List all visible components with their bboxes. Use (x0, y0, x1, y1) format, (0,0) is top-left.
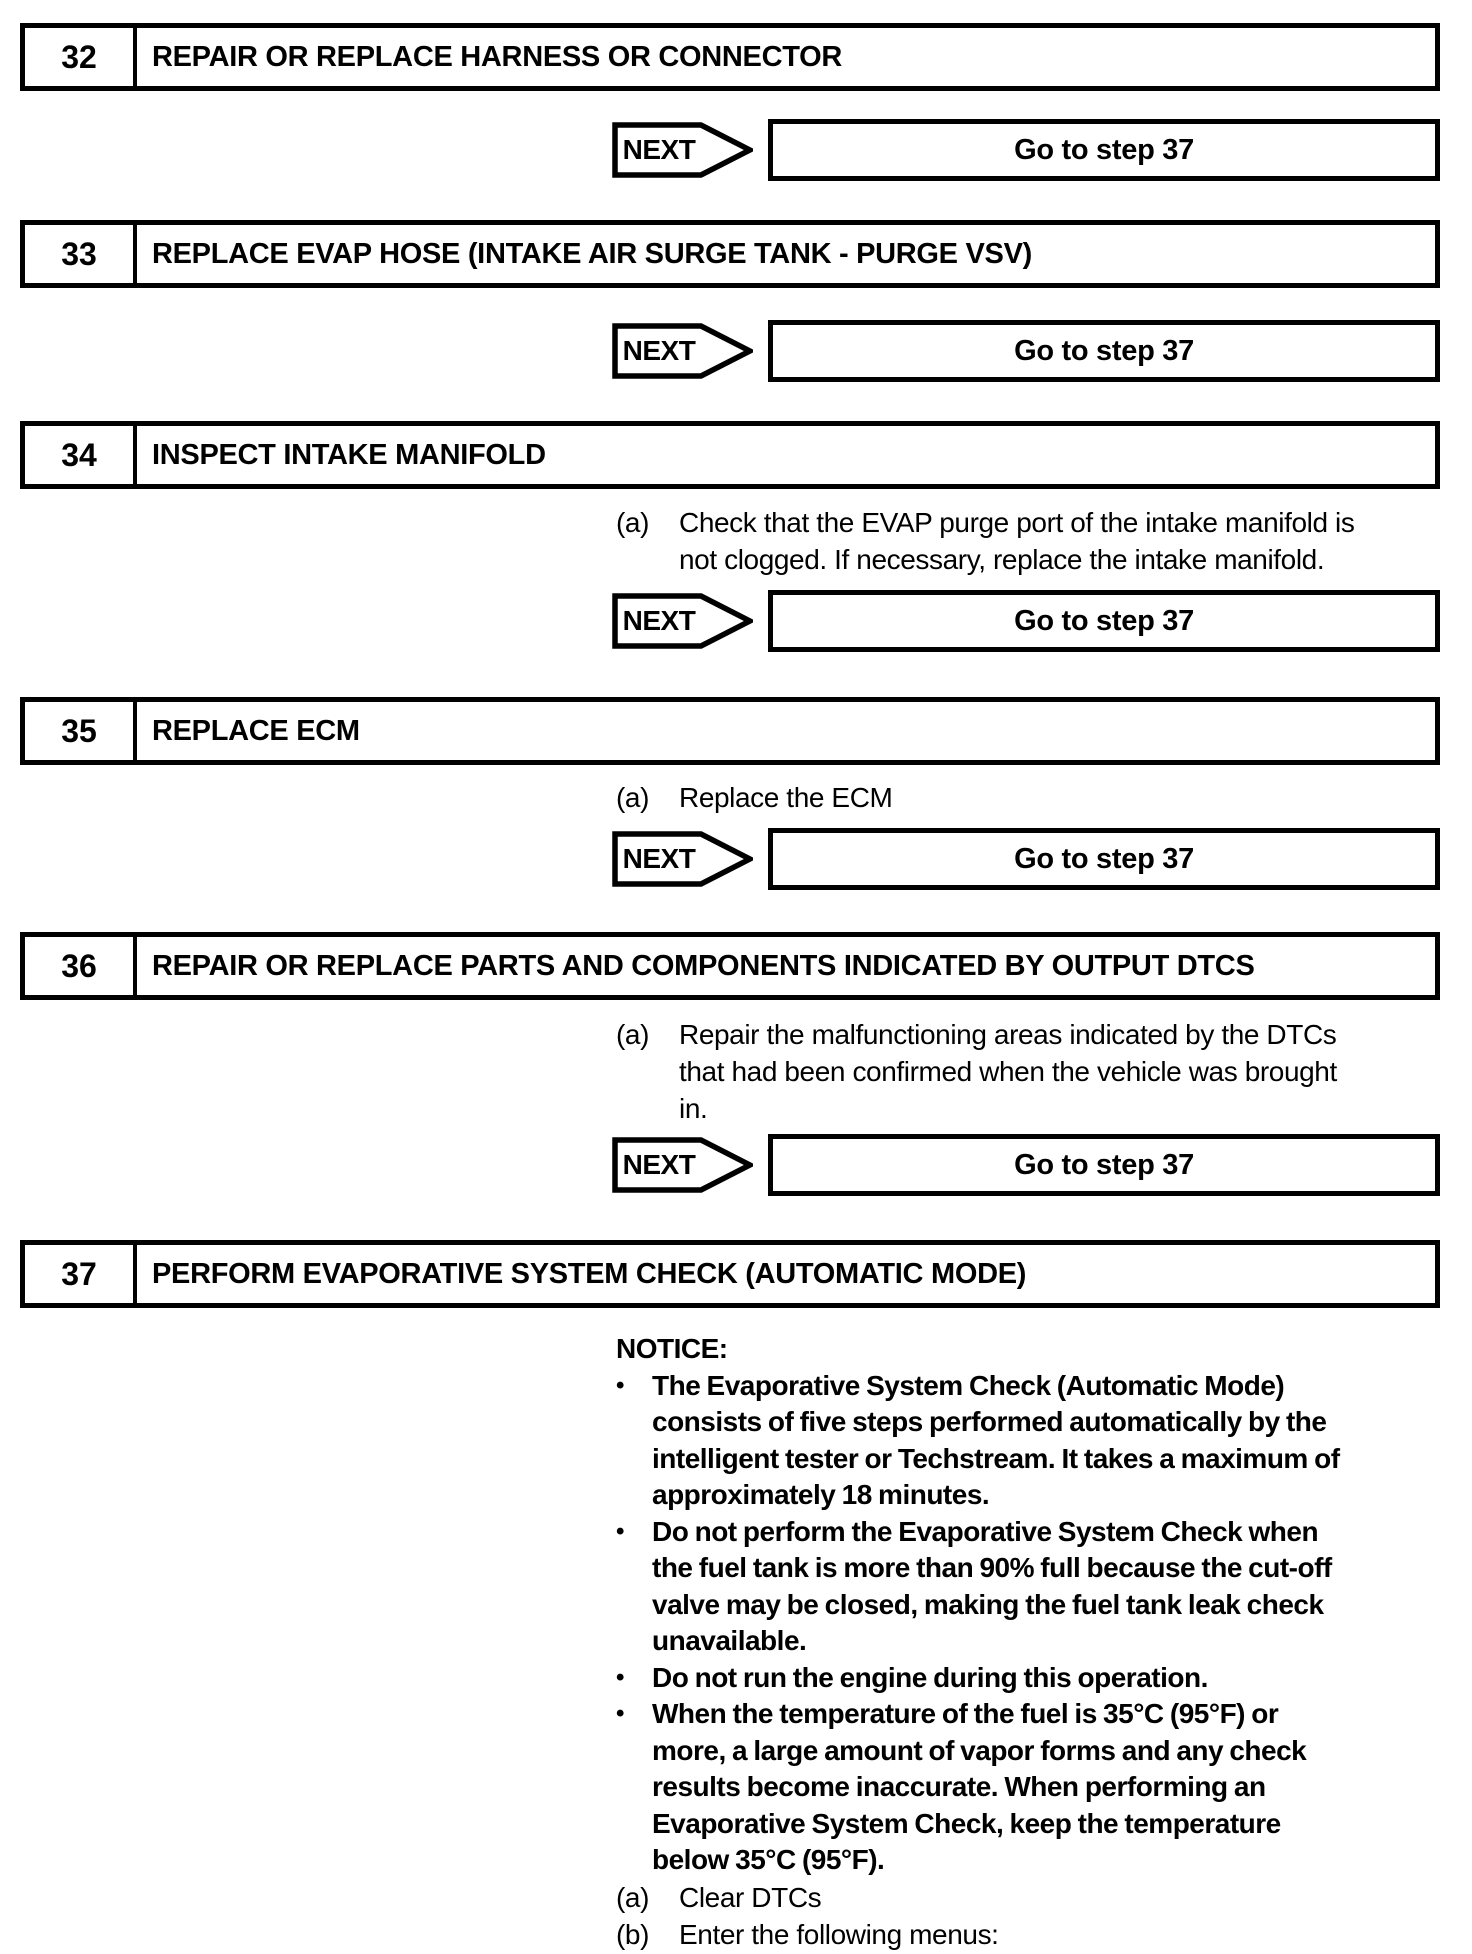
next-row-34: NEXT Go to step 37 (612, 590, 1472, 652)
next-arrow-icon (612, 122, 753, 178)
bullet-line: Do not perform the Evaporative System Ch… (652, 1515, 1319, 1547)
goto-step-box: Go to step 37 (768, 1134, 1440, 1196)
next-arrow-icon (612, 831, 753, 887)
step-item: (b) Enter the following menus: (616, 1916, 1472, 1953)
step-title: INSPECT INTAKE MANIFOLD (152, 438, 546, 471)
step-title: REPAIR OR REPLACE PARTS AND COMPONENTS I… (152, 949, 1255, 982)
step-number: 34 (25, 426, 137, 484)
item-text: Check that the EVAP purge port of the in… (679, 504, 1355, 578)
notice-bullet: • Do not perform the Evaporative System … (616, 1514, 1472, 1660)
step-item: (a) Check that the EVAP purge port of th… (616, 504, 1472, 578)
bullet-text: Do not perform the Evaporative System Ch… (652, 1514, 1332, 1660)
bullet-text: Do not run the engine during this operat… (652, 1660, 1208, 1697)
next-arrow: NEXT (612, 323, 753, 379)
item-marker: (a) (616, 507, 650, 538)
bullet-line: more, a large amount of vapor forms and … (652, 1734, 1307, 1766)
item-line: Repair the malfunctioning areas indicate… (679, 1019, 1337, 1050)
bullet-line: valve may be closed, making the fuel tan… (652, 1588, 1324, 1620)
notice-bullet: • Do not run the engine during this oper… (616, 1660, 1472, 1697)
step-number: 36 (25, 937, 137, 995)
bullet-line: the fuel tank is more than 90% full beca… (652, 1552, 1332, 1583)
goto-step-box: Go to step 37 (768, 828, 1440, 890)
item-line: Enter the following menus: (679, 1918, 999, 1950)
item-marker: (a) (616, 1019, 650, 1050)
step-header-32: 32 REPAIR OR REPLACE HARNESS OR CONNECTO… (20, 23, 1440, 91)
item-text: Replace the ECM (679, 779, 893, 816)
next-row-35: NEXT Go to step 37 (612, 828, 1472, 890)
step-header-36: 36 REPAIR OR REPLACE PARTS AND COMPONENT… (20, 932, 1440, 1000)
bullet-line: Do not run the engine during this operat… (652, 1661, 1208, 1693)
next-arrow-icon (612, 1137, 753, 1193)
next-row-33: NEXT Go to step 37 (612, 320, 1472, 382)
next-arrow-icon (612, 593, 753, 649)
bullet-text: The Evaporative System Check (Automatic … (652, 1368, 1340, 1514)
bullet-line: approximately 18 minutes. (652, 1479, 990, 1510)
step-number: 33 (25, 225, 137, 283)
notice-block: NOTICE: • The Evaporative System Check (… (616, 1331, 1472, 1879)
item-line: not clogged. If necessary, replace the i… (679, 544, 1325, 575)
bullet-dot-icon: • (616, 1517, 624, 1545)
goto-step-box: Go to step 37 (768, 590, 1440, 652)
bullet-dot-icon: • (616, 1700, 624, 1727)
bullet-line: unavailable. (652, 1625, 807, 1656)
next-label: NEXT (622, 605, 696, 636)
bullet-line: results become inaccurate. When performi… (652, 1771, 1266, 1802)
item-line: in. (679, 1093, 708, 1124)
step-title: REPLACE EVAP HOSE (INTAKE AIR SURGE TANK… (152, 237, 1032, 270)
step-title: PERFORM EVAPORATIVE SYSTEM CHECK (AUTOMA… (152, 1257, 1027, 1290)
bullet-line: intelligent tester or Techstream. It tak… (652, 1442, 1340, 1474)
next-arrow: NEXT (612, 1137, 753, 1193)
next-label: NEXT (622, 843, 696, 874)
next-arrow-icon (612, 323, 753, 379)
bullet-line: consists of five steps performed automat… (652, 1406, 1327, 1437)
bullet-dot-icon: • (616, 1371, 624, 1399)
goto-step-box: Go to step 37 (768, 320, 1440, 382)
goto-step-box: Go to step 37 (768, 119, 1440, 181)
item-line: Clear DTCs (679, 1881, 822, 1913)
next-label: NEXT (622, 1149, 696, 1180)
bullet-line: Evaporative System Check, keep the tempe… (652, 1807, 1281, 1839)
bullet-line: When the temperature of the fuel is 35°C… (652, 1698, 1279, 1729)
next-row-36: NEXT Go to step 37 (612, 1134, 1472, 1196)
step-header-37: 37 PERFORM EVAPORATIVE SYSTEM CHECK (AUT… (20, 1240, 1440, 1308)
item-line: Check that the EVAP purge port of the in… (679, 507, 1355, 538)
item-marker: (a) (616, 782, 650, 813)
step-header-34: 34 INSPECT INTAKE MANIFOLD (20, 421, 1440, 489)
item-text: Repair the malfunctioning areas indicate… (679, 1016, 1337, 1127)
step-title: REPAIR OR REPLACE HARNESS OR CONNECTOR (152, 40, 843, 73)
step-header-35: 35 REPLACE ECM (20, 697, 1440, 765)
bullet-line: The Evaporative System Check (Automatic … (652, 1369, 1285, 1401)
next-arrow: NEXT (612, 122, 753, 178)
step-number: 37 (25, 1245, 137, 1303)
step-header-33: 33 REPLACE EVAP HOSE (INTAKE AIR SURGE T… (20, 220, 1440, 288)
step-number: 32 (25, 28, 137, 86)
step-title: REPLACE ECM (152, 714, 360, 747)
bullet-line: below 35°C (95°F). (652, 1844, 885, 1875)
item-marker: (a) (616, 1881, 650, 1913)
next-arrow: NEXT (612, 593, 753, 649)
item-marker: (b) (616, 1918, 650, 1950)
item-line: Replace the ECM (679, 782, 893, 813)
step-item: (a) Replace the ECM (616, 779, 1472, 816)
next-label: NEXT (622, 134, 696, 165)
step-item: (a) Clear DTCs (616, 1879, 1472, 1916)
step-item: (a) Repair the malfunctioning areas indi… (616, 1016, 1472, 1127)
next-row-32: NEXT Go to step 37 (612, 119, 1472, 181)
bullet-text: When the temperature of the fuel is 35°C… (652, 1696, 1307, 1879)
next-label: NEXT (622, 335, 696, 366)
notice-bullet: • When the temperature of the fuel is 35… (616, 1696, 1472, 1879)
item-text: Clear DTCs (679, 1879, 822, 1916)
item-line: that had been confirmed when the vehicle… (679, 1056, 1337, 1087)
notice-bullet: • The Evaporative System Check (Automati… (616, 1368, 1472, 1514)
step-number: 35 (25, 702, 137, 760)
bullet-dot-icon: • (616, 1663, 624, 1691)
notice-label: NOTICE: (616, 1333, 728, 1364)
next-arrow: NEXT (612, 831, 753, 887)
item-text: Enter the following menus: (679, 1916, 999, 1953)
